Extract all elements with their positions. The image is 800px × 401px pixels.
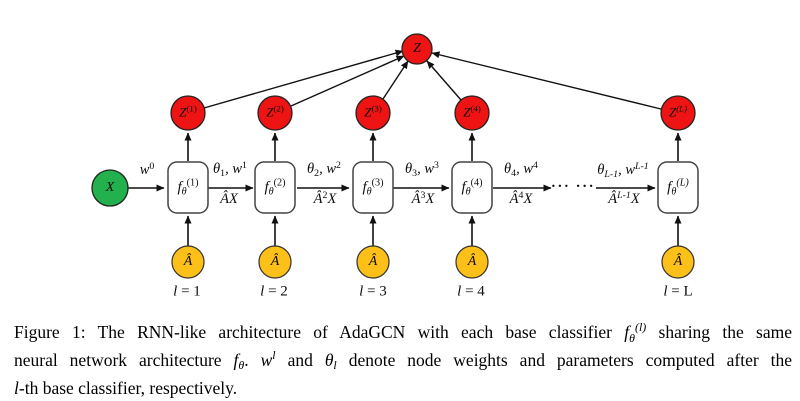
z3-label: Z(3): [364, 103, 382, 120]
f1-box: [167, 161, 209, 214]
node-x-input: [91, 169, 129, 207]
caption-line-2: neural network architecture fθ. wl and θ…: [14, 348, 793, 373]
layer-2-label: l = 2: [260, 283, 288, 300]
f1-label: fθ(1): [177, 177, 199, 198]
x-input-label: X: [105, 180, 115, 195]
edge-aL1x-label: ÂL-1X: [608, 189, 640, 207]
caption-line-3: l-th base classifier, respectively.: [14, 377, 238, 398]
arrow-z3-to-z: [382, 60, 409, 100]
z4-label: Z(4): [463, 103, 481, 120]
zL-label: Z(L): [668, 103, 688, 120]
classifier-boxes: [167, 161, 699, 214]
output-arrows: [184, 132, 682, 161]
diagram-canvas: [91, 33, 699, 279]
edge-w0-label: w0: [139, 160, 155, 178]
layer-1-label: l = 1: [173, 283, 201, 300]
node-z3: [355, 95, 391, 131]
f4-box: [451, 161, 493, 214]
layer-3-label: l = 3: [359, 283, 387, 300]
edge-ax-label: ÂX: [220, 190, 238, 207]
edge-thetaL1-wL1-label: θL-1, wL-1: [597, 160, 649, 180]
f3-label: fθ(3): [362, 177, 384, 198]
a1-label: Â: [183, 254, 193, 269]
caption-line-1: Figure 1: The RNN-like architecture of A…: [14, 320, 792, 345]
z1-label: Z(1): [179, 103, 197, 120]
layer-L-label: l = L: [663, 283, 693, 300]
z2-label: Z(2): [266, 103, 284, 120]
node-z1: [170, 95, 206, 131]
node-z2: [257, 95, 293, 131]
arrow-z1-to-z: [203, 49, 404, 109]
f2-label: fθ(2): [264, 177, 286, 198]
edge-a3x-label: Â3X: [411, 189, 435, 207]
f3-box: [352, 161, 394, 214]
adjacency-arrows: [184, 215, 682, 246]
edge-theta3-w3-label: θ3, w3: [405, 159, 439, 179]
node-z-final: [401, 33, 433, 65]
node-a4: [455, 245, 489, 279]
edge-theta1-w1-label: θ1, w1: [213, 159, 247, 179]
fL-label: fθ(L): [667, 177, 689, 198]
a3-label: Â: [368, 254, 378, 269]
edge-theta2-w2-label: θ2, w2: [307, 159, 341, 179]
arrow-zL-to-z: [431, 51, 662, 110]
node-zL: [660, 95, 696, 131]
node-a2: [258, 245, 292, 279]
aL-label: Â: [673, 254, 683, 269]
fL-box: [657, 161, 699, 214]
z-final-label: Z: [413, 41, 421, 56]
aggregation-arrows: [203, 49, 662, 110]
node-z4: [454, 95, 490, 131]
arrow-z2-to-z: [290, 55, 405, 107]
layer-4-label: l = 4: [457, 283, 485, 300]
f2-box: [254, 161, 296, 214]
ellipsis-dots: ··· ···: [550, 178, 596, 195]
a4-label: Â: [467, 254, 477, 269]
f4-label: fθ(4): [461, 177, 483, 198]
edge-a2x-label: Â2X: [313, 189, 337, 207]
node-aL: [661, 245, 695, 279]
figure-caption: Figure 1: The RNN-like architecture of A…: [14, 320, 792, 401]
node-a1: [171, 245, 205, 279]
edge-a4x-label: Â4X: [509, 189, 533, 207]
edge-theta4-w4-label: θ4, w4: [504, 159, 538, 179]
arrow-z4-to-z: [426, 60, 462, 101]
a2-label: Â: [270, 254, 280, 269]
node-a3: [356, 245, 390, 279]
